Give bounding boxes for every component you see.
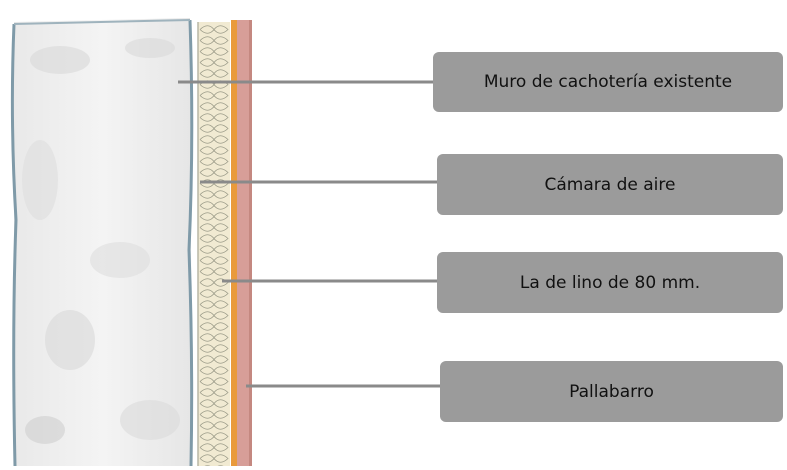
label-camara: Cámara de aire	[437, 154, 783, 215]
label-muro: Muro de cachotería existente	[433, 52, 783, 112]
label-lana: La de lino de 80 mm.	[437, 252, 783, 313]
pallabarro-layer	[237, 20, 252, 466]
vapor-barrier-strip	[231, 20, 237, 466]
masonry-wall	[12, 18, 192, 466]
label-pallabarro: Pallabarro	[440, 361, 783, 422]
insulation-layer	[198, 22, 230, 466]
